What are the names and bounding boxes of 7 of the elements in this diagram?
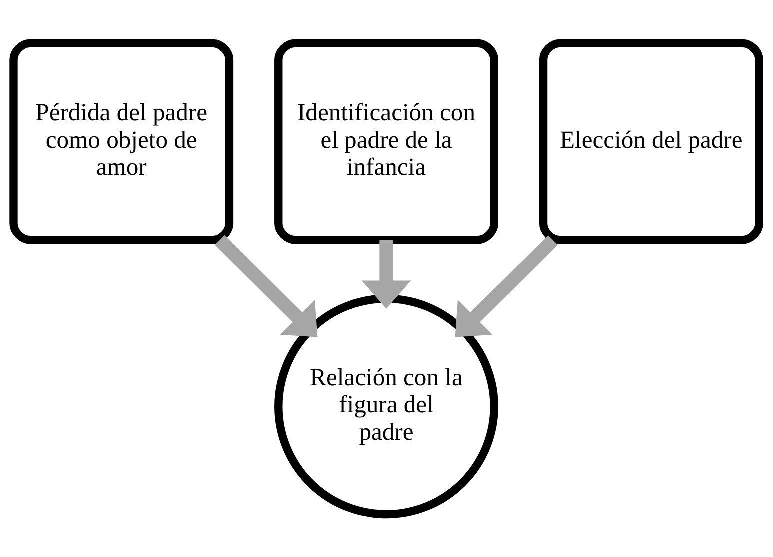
- arrow: [362, 240, 412, 308]
- node-box: Identificación con el padre de la infancia: [274, 38, 498, 244]
- arrow: [215, 235, 318, 337]
- arrow: [455, 235, 558, 337]
- node-box: Pérdida del padre como objeto de amor: [10, 38, 234, 244]
- node-circle: Relación con la figura del padre: [274, 294, 498, 518]
- node-box: Elección del padre: [539, 38, 764, 244]
